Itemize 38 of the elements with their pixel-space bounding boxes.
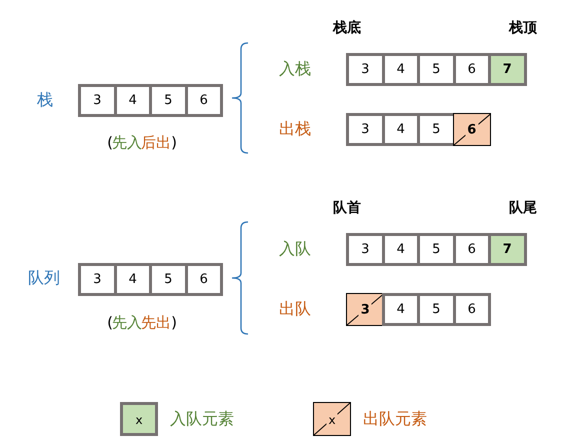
column-heading: 栈底 xyxy=(333,21,361,35)
removed-cell: 3 xyxy=(346,293,384,326)
note-text: 先出 xyxy=(141,316,171,330)
array-cell: 3 xyxy=(78,263,116,296)
note-text: 先入 xyxy=(112,316,142,330)
column-heading: 队尾 xyxy=(509,201,537,215)
operation-label: 入栈 xyxy=(279,61,311,77)
array-cell: 5 xyxy=(417,233,456,266)
legend-text: 入队元素 xyxy=(170,411,234,427)
note-text: ) xyxy=(171,136,177,150)
column-heading: 队首 xyxy=(333,201,361,215)
swatch-label: x xyxy=(135,414,143,426)
operation-label: 出队 xyxy=(279,301,311,317)
note-text: 先入 xyxy=(112,136,142,150)
pushed-cell: 7 xyxy=(488,53,526,86)
array-cell: 5 xyxy=(417,113,456,146)
removed-cell: 6 xyxy=(452,113,491,146)
operation-label: 入队 xyxy=(279,241,311,257)
note-text: 后出 xyxy=(141,136,171,150)
pushed-cell: 7 xyxy=(488,233,526,266)
array-cell: 3 xyxy=(78,84,116,117)
array-cell: 4 xyxy=(382,293,420,326)
array-cell: 5 xyxy=(417,293,456,326)
array-cell: 5 xyxy=(417,53,456,86)
column-heading: 栈顶 xyxy=(509,21,537,35)
array-cell: 3 xyxy=(346,233,384,266)
legend-text: 出队元素 xyxy=(363,411,427,427)
operation-label: 出栈 xyxy=(279,121,311,137)
array-cell: 3 xyxy=(346,113,384,146)
note-text: ( xyxy=(107,136,113,150)
note-text: ( xyxy=(107,316,113,330)
note-text: ) xyxy=(171,316,177,330)
structure-label: 栈 xyxy=(37,92,53,108)
array-cell: 5 xyxy=(149,263,188,296)
structure-label: 队列 xyxy=(28,270,60,286)
swatch-label: x xyxy=(326,413,338,427)
array-cell: 5 xyxy=(149,84,188,117)
array-cell: 3 xyxy=(346,53,384,86)
